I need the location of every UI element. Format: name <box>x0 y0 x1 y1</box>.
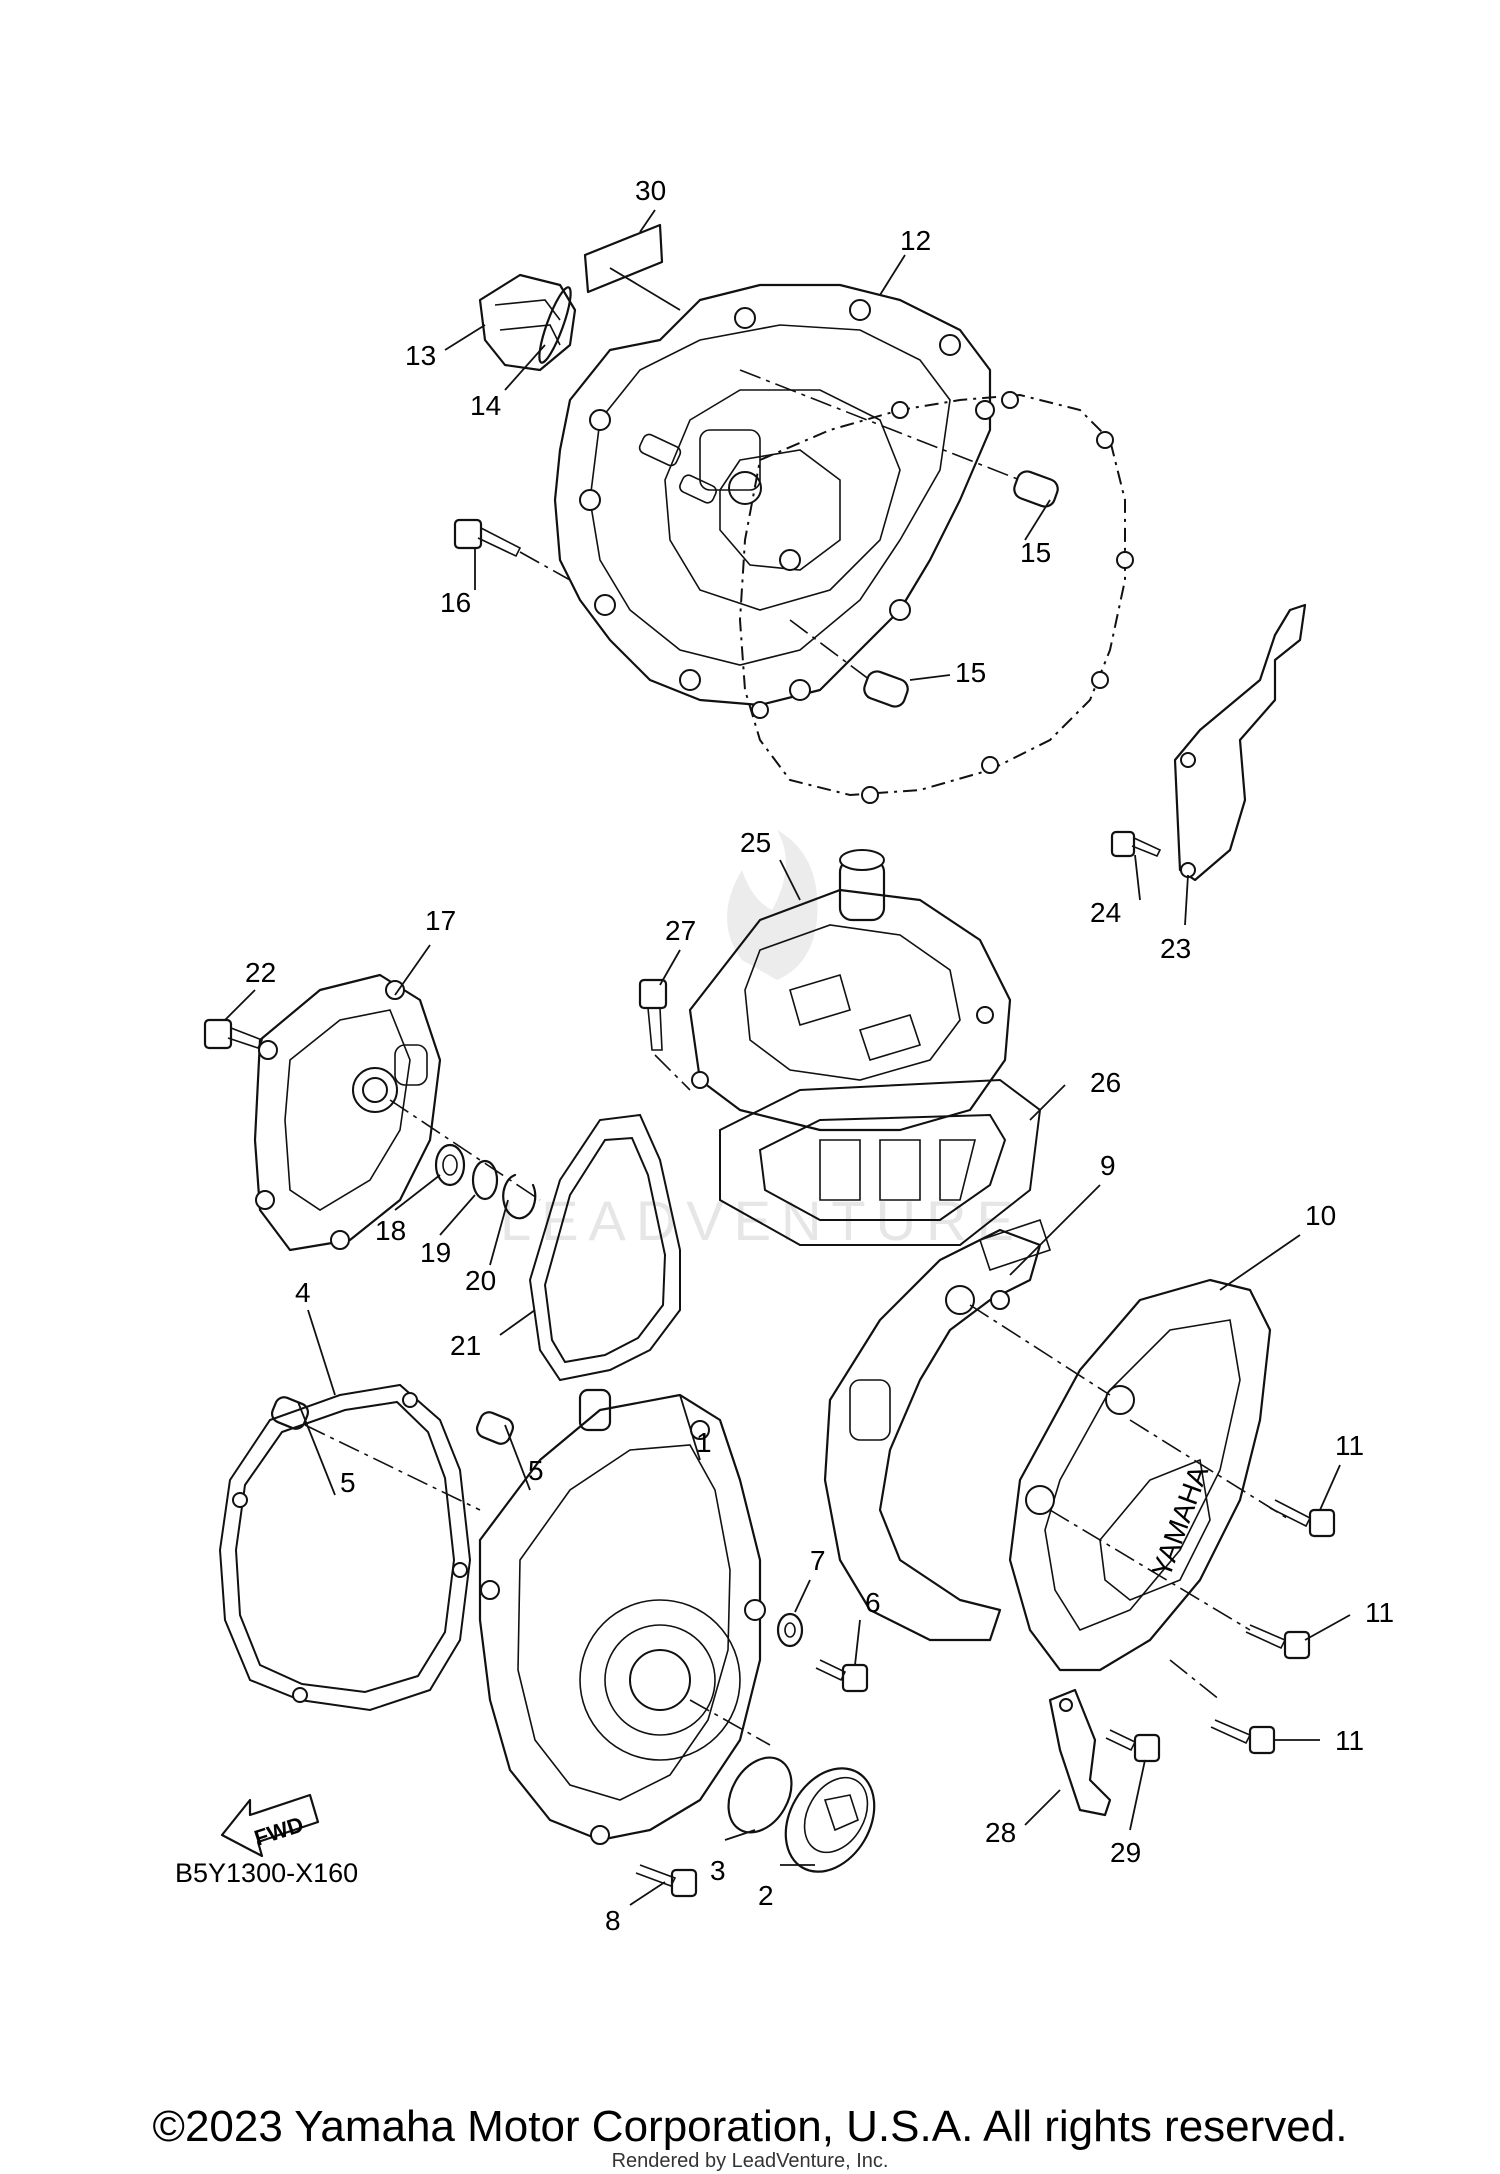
callout-11c: 11 <box>1335 1725 1364 1756</box>
dowel-pins-5 <box>270 1396 515 1511</box>
cover-bracket-9 <box>823 1218 1052 1642</box>
seal-washer-circlip <box>389 1099 541 1220</box>
plate-23 <box>1110 603 1307 882</box>
callout-30: 30 <box>635 175 666 206</box>
dowel-pins-15 <box>739 369 1059 708</box>
callout-19: 19 <box>420 1237 451 1268</box>
callout-2: 2 <box>758 1880 774 1911</box>
callout-11a: 11 <box>1335 1430 1364 1461</box>
oil-filler-plug-13 <box>478 273 577 372</box>
crankcase-cover <box>553 283 995 707</box>
callout-17: 17 <box>425 905 456 936</box>
callout-10: 10 <box>1305 1200 1336 1231</box>
callout-3: 3 <box>710 1855 726 1886</box>
callout-15b: 15 <box>955 657 986 688</box>
label-plate-30 <box>583 223 681 311</box>
callout-20: 20 <box>465 1265 496 1296</box>
callout-1: 1 <box>696 1427 712 1458</box>
callout-13: 13 <box>405 340 436 371</box>
o-ring-3 <box>727 1756 793 1834</box>
generator-gasket-4 <box>218 1383 472 1712</box>
watermark-text: LEADVENTURE <box>500 1189 1024 1252</box>
rendered-by-notice: Rendered by LeadVenture, Inc. <box>611 2150 889 2172</box>
callout-4: 4 <box>295 1277 311 1308</box>
washer-7 <box>776 1612 804 1648</box>
leader-lines <box>224 209 1351 1906</box>
callout-29: 29 <box>1110 1837 1141 1868</box>
gasket-21 <box>528 1113 681 1382</box>
bolts-11 <box>1210 1499 1336 1755</box>
bolt-29 <box>1105 1729 1161 1763</box>
yamaha-brand-mark: YAMAHA <box>1145 1461 1214 1581</box>
watermark: LEADVENTURE <box>500 830 1024 1252</box>
callout-12: 12 <box>900 225 931 256</box>
callout-6: 6 <box>865 1587 881 1618</box>
callout-7: 7 <box>810 1545 826 1576</box>
callout-23: 23 <box>1160 933 1191 964</box>
callout-8: 8 <box>605 1905 621 1936</box>
bolt-16 <box>453 518 571 581</box>
bolt-27 <box>638 978 691 1091</box>
callout-14: 14 <box>470 390 501 421</box>
plug-2 <box>784 1767 876 1873</box>
bolt-8 <box>635 1864 698 1898</box>
fwd-arrow: FWD <box>220 1793 320 1858</box>
callout-22: 22 <box>245 957 276 988</box>
bracket-28 <box>1048 1688 1112 1817</box>
callout-labels: 30 12 13 14 15 15 16 25 27 26 24 23 17 2… <box>245 175 1394 1936</box>
callout-16: 16 <box>440 587 471 618</box>
fwd-label: FWD <box>251 1812 306 1851</box>
callout-21: 21 <box>450 1330 481 1361</box>
breather-cover-25 <box>688 849 1012 1132</box>
callout-28: 28 <box>985 1817 1016 1848</box>
generator-cover-1 <box>478 1388 766 1845</box>
oil-pump-cover-17 <box>253 973 442 1252</box>
copyright-notice: ©2023 Yamaha Motor Corporation, U.S.A. A… <box>152 2102 1348 2151</box>
diagram-code: B5Y1300-X160 <box>175 1858 359 1888</box>
bolt-22 <box>203 1018 264 1050</box>
callout-9: 9 <box>1100 1150 1116 1181</box>
breather-gasket-26 <box>719 1078 1042 1246</box>
callout-25: 25 <box>740 827 771 858</box>
callout-11b: 11 <box>1365 1597 1394 1628</box>
callout-18: 18 <box>375 1215 406 1246</box>
callout-5a: 5 <box>340 1467 356 1498</box>
callout-15a: 15 <box>1020 537 1051 568</box>
callout-24: 24 <box>1090 897 1121 928</box>
bolt-6 <box>815 1659 869 1693</box>
callout-26: 26 <box>1090 1067 1121 1098</box>
crankcase-gasket <box>738 391 1134 804</box>
outer-cover-10: YAMAHA <box>1008 1278 1272 1672</box>
callout-27: 27 <box>665 915 696 946</box>
callout-5b: 5 <box>528 1455 544 1486</box>
